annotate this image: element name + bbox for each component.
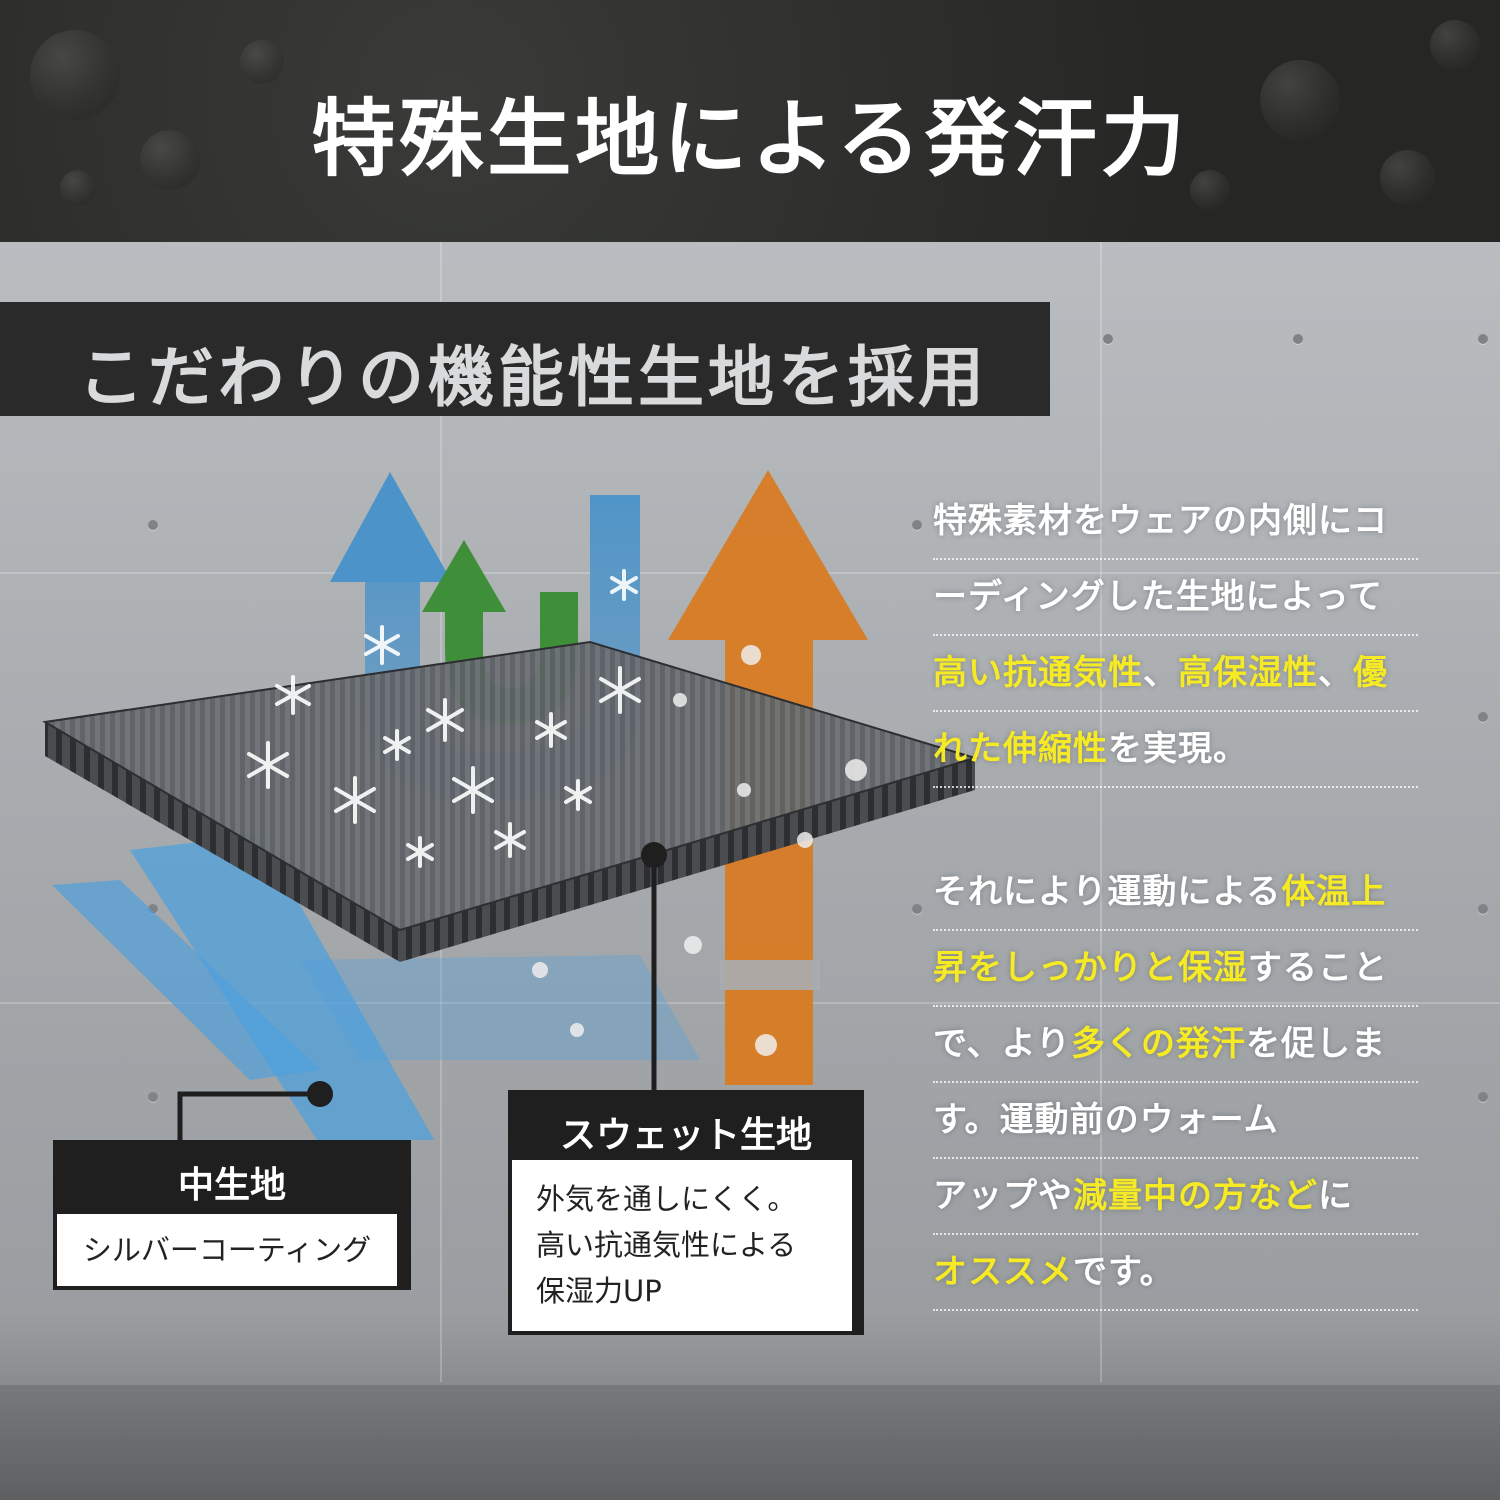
highlight-segment: 減量中の方など (1073, 1176, 1318, 1216)
highlight-segment: 優 (1353, 653, 1388, 693)
text-segment: 特殊素材をウェアの内側にコ (933, 501, 1388, 541)
subtitle: こだわりの機能性生地を採用 (78, 339, 988, 416)
paragraph-line: 特殊素材をウェアの内側にコ (933, 484, 1418, 560)
silver-coating-layer (52, 835, 700, 1140)
text-segment: それにより運動による (933, 872, 1282, 912)
snowflake-icon (334, 776, 376, 824)
text-segment: す。運動前のウォーム (933, 1100, 1279, 1140)
highlight-segment: れた伸縮性 (933, 729, 1108, 769)
text-segment: 、 (1318, 653, 1353, 693)
snowflake-icon (535, 712, 567, 748)
sweat-fabric-label: スウェット生地 外気を通しにくく。 高い抗通気性による 保湿力UP (508, 1090, 864, 1335)
snowflake-icon (406, 836, 434, 868)
text-segment: すること (1248, 948, 1388, 988)
text-segment: を促しま (1245, 1024, 1386, 1064)
highlight-segment: 昇をしっかりと保湿 (933, 948, 1248, 988)
snowflake-icon (364, 625, 400, 665)
text-segment: 、 (1143, 653, 1178, 693)
snowflake-icon (610, 569, 638, 601)
header-banner: 特殊生地による発汗力 (0, 0, 1500, 242)
text-segment: ーディングした生地によって (933, 577, 1383, 617)
paragraph-line: 高い抗通気性、高保湿性、優 (933, 636, 1418, 712)
subtitle-bar (0, 302, 1050, 416)
snowflake-icon (599, 666, 641, 714)
text-segment: アップや (933, 1176, 1073, 1216)
description-paragraph-2: それにより運動による体温上 昇をしっかりと保湿すること で、より多くの発汗を促し… (933, 855, 1418, 1311)
snowflake-icon (494, 822, 526, 858)
highlight-segment: 多くの発汗 (1070, 1024, 1246, 1064)
paragraph-line: オススメです。 (933, 1235, 1418, 1311)
text-segment: です。 (1073, 1252, 1175, 1292)
highlight-segment: 高保湿性 (1178, 653, 1318, 693)
middle-fabric-title: 中生地 (177, 1165, 286, 1206)
snowflake-icon (452, 766, 494, 814)
paragraph-line: す。運動前のウォーム (933, 1083, 1418, 1159)
highlight-segment: オススメ (933, 1252, 1073, 1292)
paragraph-line: ーディングした生地によって (933, 560, 1418, 636)
sweat-fabric-desc: 外気を通しにくく。 高い抗通気性による 保湿力UP (512, 1160, 852, 1331)
paragraph-line: アップや減量中の方などに (933, 1159, 1418, 1235)
highlight-segment: 体温上 (1281, 872, 1387, 912)
sweat-fabric-desc-line: 保湿力UP (536, 1274, 662, 1308)
paragraph-line: で、より多くの発汗を促しま (933, 1007, 1418, 1083)
snowflake-icon (564, 779, 592, 811)
snowflake-icon (383, 729, 411, 761)
paragraph-line: れた伸縮性を実現。 (933, 712, 1418, 788)
page-title: 特殊生地による発汗力 (311, 90, 1189, 188)
snowflake-icon (426, 698, 464, 742)
middle-fabric-label: 中生地 シルバーコーティング (53, 1140, 411, 1290)
sweat-fabric-desc-line: 高い抗通気性による (536, 1228, 797, 1262)
fabric-illustration (42, 470, 979, 1140)
text-segment: を実現。 (1108, 729, 1248, 769)
middle-fabric-desc: シルバーコーティング (57, 1214, 397, 1286)
text-segment: で、より (933, 1024, 1071, 1064)
floor (0, 1385, 1500, 1500)
description-paragraph-1: 特殊素材をウェアの内側にコ ーディングした生地によって 高い抗通気性、高保湿性、… (933, 484, 1418, 788)
snowflake-icon (247, 741, 289, 789)
sweat-fabric-desc-line: 外気を通しにくく。 (536, 1182, 797, 1216)
paragraph-line: それにより運動による体温上 (933, 855, 1418, 931)
snowflake-icon (275, 675, 311, 715)
sweat-fabric-title: スウェット生地 (559, 1115, 812, 1156)
text-segment: に (1318, 1176, 1353, 1216)
highlight-segment: 高い抗通気性 (933, 653, 1143, 693)
paragraph-line: 昇をしっかりと保湿すること (933, 931, 1418, 1007)
sweat-fabric-slab (42, 640, 979, 962)
